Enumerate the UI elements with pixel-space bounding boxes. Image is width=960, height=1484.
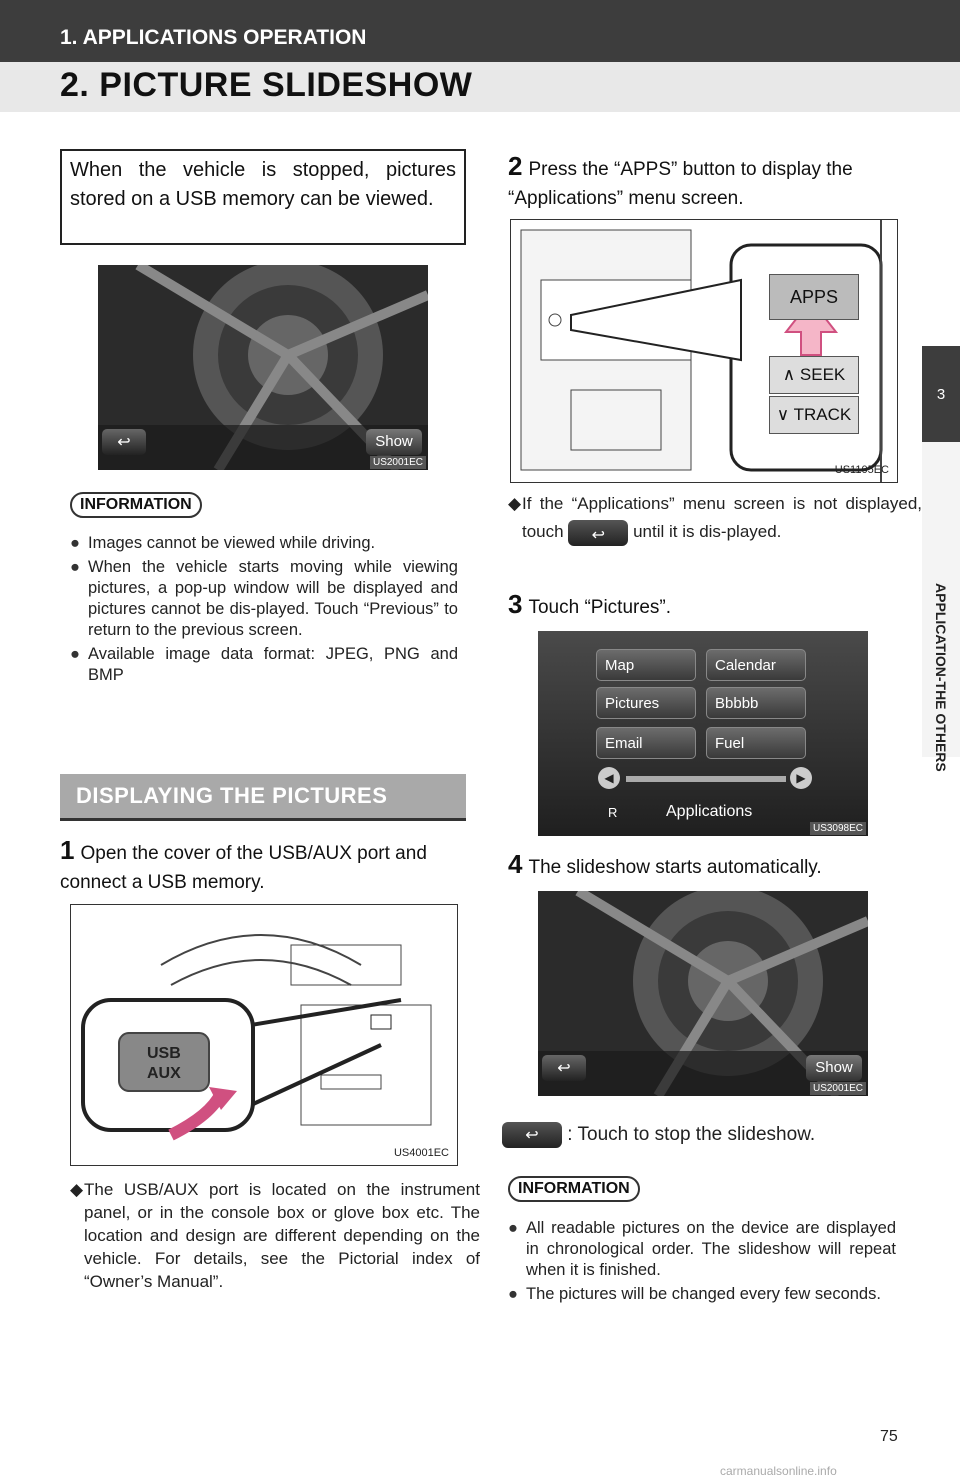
info-item: ●All readable pictures on the device are… — [508, 1219, 896, 1279]
back-button-icon — [502, 1122, 562, 1148]
figure-code: US3098EC — [809, 822, 866, 835]
section-banner-title: DISPLAYING THE PICTURES — [76, 783, 388, 808]
chapter-number: 3 — [936, 386, 946, 403]
apps-button[interactable]: APPS — [769, 274, 859, 320]
step-number: 4 — [508, 849, 523, 879]
information-list: ●Images cannot be viewed while driving. … — [70, 533, 458, 689]
chevron-up-icon: ∧ — [782, 365, 796, 384]
track-button[interactable]: ∨ TRACK — [769, 396, 859, 434]
figure-code: US2001EC — [369, 456, 426, 469]
info-item: ●The pictures will be changed every few … — [508, 1285, 881, 1303]
note-usb-port: ◆ The USB/AUX port is located on the ins… — [70, 1180, 480, 1291]
audio-unit-illustration — [520, 220, 883, 482]
app-map-button[interactable]: Map — [596, 649, 696, 681]
figure-applications-menu: Map Calendar Pictures Bbbbb Email Fuel ◀… — [538, 631, 868, 836]
chapter-tab: 3 — [922, 346, 960, 442]
figure-code: US1105EC — [834, 464, 889, 476]
info-item: ●When the vehicle starts moving while vi… — [70, 558, 458, 639]
section-header-bar: 1. APPLICATIONS OPERATION — [0, 0, 960, 62]
step-number: 1 — [60, 835, 75, 865]
back-arrow-icon: ↩ — [557, 1060, 571, 1077]
step-number: 2 — [508, 151, 523, 181]
information-tag: INFORMATION — [70, 492, 202, 518]
page-number: 75 — [880, 1428, 898, 1445]
bullet-icon: ● — [70, 645, 80, 663]
figure-apps-button: APPS ∧ SEEK ∨ TRACK US1105EC — [510, 219, 898, 483]
note-bullet-icon: ◆ — [508, 494, 522, 513]
note-apps-menu: ◆ If the “Applications” menu screen is n… — [508, 490, 922, 550]
step-number: 3 — [508, 589, 523, 619]
app-pictures-button[interactable]: Pictures — [596, 687, 696, 719]
bullet-icon: ● — [70, 534, 80, 552]
seek-button[interactable]: ∧ SEEK — [769, 356, 859, 394]
usb-label: USB — [147, 1045, 181, 1062]
dashboard-illustration — [81, 934, 432, 1141]
aux-label: AUX — [147, 1065, 181, 1082]
app-bbbbb-button[interactable]: Bbbbb — [706, 687, 806, 719]
info-item: ●Available image data format: JPEG, PNG … — [70, 645, 458, 684]
section-banner-rule — [60, 818, 466, 821]
page-title-bar: 2. PICTURE SLIDESHOW — [0, 62, 960, 112]
bullet-icon: ● — [508, 1219, 518, 1237]
information-tag: INFORMATION — [508, 1176, 640, 1202]
note-stop-slideshow: : Touch to stop the slideshow. — [502, 1122, 902, 1148]
figure-usb-aux-port: USB AUX US4001EC — [70, 904, 458, 1166]
show-button[interactable]: Show — [806, 1055, 862, 1081]
intro-box: When the vehicle is stopped, pictures st… — [60, 149, 466, 245]
figure-code: US2001EC — [809, 1082, 866, 1095]
app-calendar-button[interactable]: Calendar — [706, 649, 806, 681]
section-banner: DISPLAYING THE PICTURES — [60, 774, 466, 818]
information-list: ●All readable pictures on the device are… — [508, 1218, 896, 1308]
bullet-icon: ● — [70, 558, 80, 576]
applications-label: Applications — [666, 803, 753, 820]
figure-slideshow-running: ↩ Show US2001EC — [538, 891, 868, 1096]
scroll-right-icon[interactable]: ▶ — [790, 767, 812, 789]
app-email-button[interactable]: Email — [596, 727, 696, 759]
back-arrow-icon: ↩ — [117, 434, 131, 451]
back-button-icon — [568, 519, 629, 550]
app-fuel-button[interactable]: Fuel — [706, 727, 806, 759]
watermark: carmanualsonline.info — [720, 1464, 837, 1478]
figure-code: US4001EC — [393, 1147, 449, 1159]
show-button[interactable]: Show — [366, 429, 422, 455]
back-button[interactable]: ↩ — [102, 429, 146, 455]
note-bullet-icon: ◆ — [70, 1180, 84, 1199]
info-item: ●Images cannot be viewed while driving. — [70, 534, 376, 552]
scroll-track[interactable] — [626, 776, 786, 782]
section-title: 1. APPLICATIONS OPERATION — [60, 26, 367, 49]
chevron-down-icon: ∨ — [776, 405, 790, 424]
chapter-tab-label-area — [922, 442, 960, 757]
figure-slideshow-screen: ↩ Show US2001EC — [98, 265, 428, 470]
page-title: 2. PICTURE SLIDESHOW — [60, 66, 473, 104]
chapter-label: APPLICATION-THE OTHERS — [933, 583, 949, 772]
back-button[interactable]: ↩ — [542, 1055, 586, 1081]
scroll-left-icon[interactable]: ◀ — [598, 767, 620, 789]
footer-r-label: R — [608, 805, 618, 820]
bullet-icon: ● — [508, 1285, 518, 1303]
